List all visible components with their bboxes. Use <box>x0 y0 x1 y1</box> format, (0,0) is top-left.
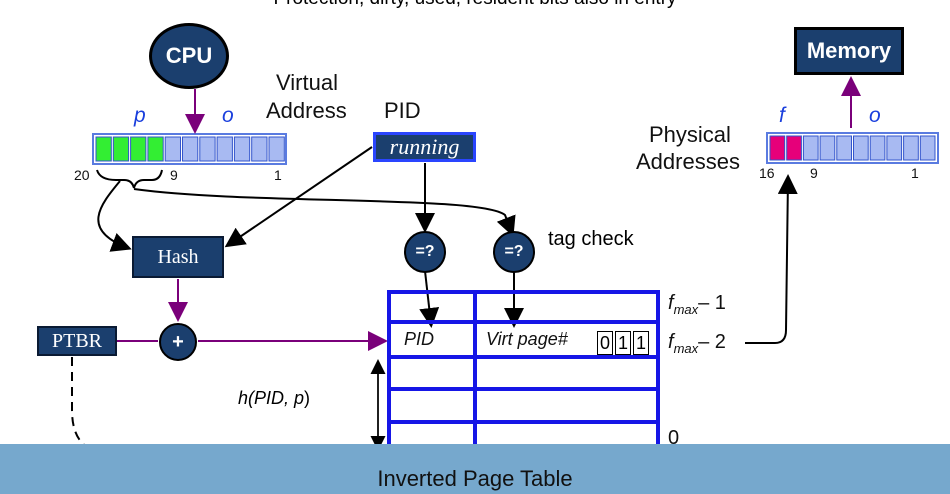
inverted-page-table <box>387 290 660 460</box>
va-bits-cell <box>147 136 164 162</box>
row-fmax-minus-2: fmax– 2 <box>668 331 726 356</box>
physical-address-register <box>766 132 939 164</box>
va-bits-cell <box>182 136 199 162</box>
compare-pid-node: =? <box>404 231 446 273</box>
address-label: Address <box>266 98 347 123</box>
field-p-label: p <box>134 104 146 127</box>
virtual-label: Virtual <box>276 70 338 95</box>
va-bits-cell <box>199 136 216 162</box>
pid-register: running <box>373 132 476 162</box>
ptbr-register: PTBR <box>37 326 117 356</box>
hash-formula: h(PID, p) <box>238 388 311 408</box>
va-bit-high: 20 <box>74 167 90 183</box>
pid-label: PID <box>384 98 421 123</box>
addresses-label: Addresses <box>636 149 740 174</box>
p-to-tagcheck-arrow <box>133 188 516 237</box>
hash-box: Hash <box>132 236 224 278</box>
va-bit-mid: 9 <box>170 167 178 183</box>
row-fmax-minus-1: fmax– 1 <box>668 292 726 317</box>
adder-node: + <box>159 323 197 361</box>
field-f-label: f <box>779 104 785 127</box>
pa-field-o-label: o <box>869 104 881 127</box>
pa-bit-high: 16 <box>759 165 775 181</box>
cpu-node: CPU <box>149 23 229 89</box>
tag-check-label: tag check <box>548 228 634 250</box>
va-bits-cell <box>164 136 181 162</box>
pa-bits-cell <box>836 135 852 161</box>
pid-to-hash-arrow <box>224 146 373 248</box>
compare-pid-to-entry-arrow <box>419 270 440 328</box>
p-bits-brace <box>96 169 163 189</box>
top-caption: Protection, dirty, used, resident bits a… <box>0 0 950 10</box>
footer-label: Inverted Page Table <box>377 466 573 491</box>
field-o-label: o <box>222 104 234 127</box>
va-bits-cell <box>216 136 233 162</box>
row-zero: 0 <box>668 427 680 449</box>
va-bits-cell <box>268 136 285 162</box>
pa-bits-cell <box>886 135 903 161</box>
footer-band <box>0 444 950 494</box>
pa-bits-cell <box>869 135 886 161</box>
entry-bit-0: 0 <box>597 331 613 355</box>
physical-label: Physical <box>649 122 731 147</box>
pa-bits-cell <box>903 135 919 161</box>
va-bit-low: 1 <box>274 167 282 183</box>
va-bits-cell <box>95 136 112 162</box>
va-bits-cell <box>233 136 251 162</box>
va-bits-cell <box>130 136 147 162</box>
inverted-page-table-grid <box>387 290 660 460</box>
entry-pid-cell: PID <box>404 329 435 349</box>
va-bits-cell <box>112 136 130 162</box>
frame-to-pa-arrow <box>745 174 798 344</box>
p-to-hash-arrow <box>97 180 132 252</box>
compare-virt-node: =? <box>493 231 535 273</box>
ptbr-dashed-line <box>71 357 385 454</box>
pa-bit-mid: 9 <box>810 165 818 181</box>
va-bits-cell <box>251 136 268 162</box>
memory-box: Memory <box>794 27 904 75</box>
pa-bits-cell <box>919 135 936 161</box>
entry-bit-1: 1 <box>615 331 631 355</box>
virtual-address-register <box>92 133 287 165</box>
pa-bits-cell <box>819 135 836 161</box>
pa-bits-cell <box>786 135 802 161</box>
pa-bit-low: 1 <box>911 165 919 181</box>
pa-bits-cell <box>853 135 869 161</box>
entry-virt-page-cell: Virt page# <box>486 329 568 349</box>
pa-bits-cell <box>769 135 786 161</box>
pa-bits-cell <box>802 135 819 161</box>
entry-bit-2: 1 <box>633 331 649 355</box>
